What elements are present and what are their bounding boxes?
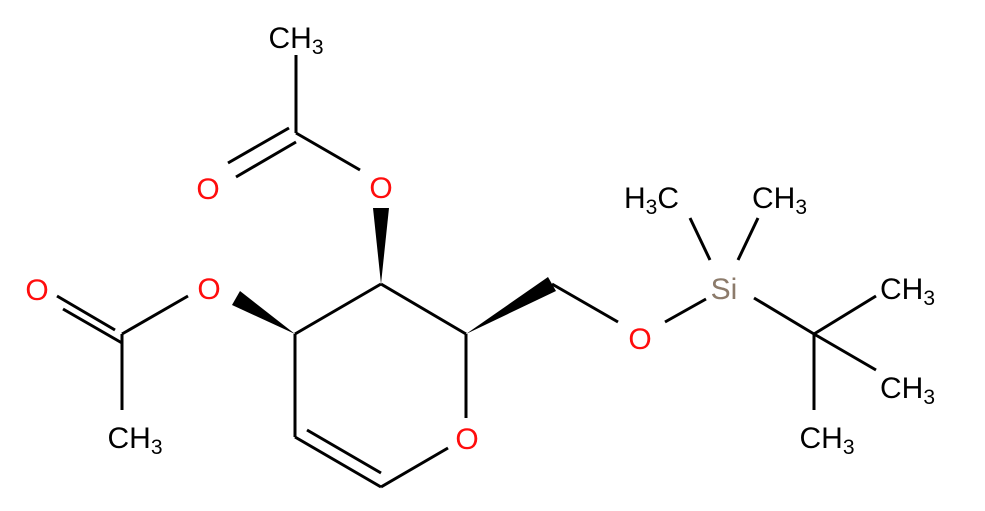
label-o-carbonyl-left: O <box>25 274 48 307</box>
label-o-carbonyl-top: O <box>196 173 219 206</box>
bond-carbonyl-o-ester-top <box>295 131 361 172</box>
wedge-c1-ch2 <box>466 277 556 334</box>
bond-c-o-double-left-a <box>56 294 116 332</box>
label-o-ester-top: O <box>369 172 392 205</box>
bond-cq-me-top <box>813 294 877 336</box>
label-o-ester-left: O <box>197 273 220 306</box>
bond-ring-c2-c1 <box>380 282 467 336</box>
label-ch3-tbu-2: CH3 <box>880 372 935 409</box>
bond-ring-c5-c6-inner <box>306 428 382 475</box>
label-ch3-si: CH3 <box>752 182 807 219</box>
bond-ring-c6-c5 <box>294 435 382 489</box>
label-ch3-tbu-1: CH3 <box>880 273 935 310</box>
bond-ring-o-c6 <box>380 446 449 489</box>
wedge-bonds <box>232 208 556 334</box>
wedge-c3-o-left <box>232 291 295 334</box>
label-ch3-tbu-3: CH3 <box>799 422 854 459</box>
bond-ring-c3-c2 <box>294 282 382 336</box>
label-o-silyl: O <box>628 323 651 356</box>
atom-labels: CH3 O O O O CH3 O O Si H3C CH3 CH3 CH3 C… <box>25 22 935 459</box>
label-ch3-left: CH3 <box>107 422 162 459</box>
bonds <box>56 55 877 489</box>
bond-o-si <box>664 297 707 324</box>
wedge-c2-o-top <box>373 208 389 284</box>
bond-si-cq <box>753 296 815 336</box>
bond-ch2-o-silyl <box>551 282 619 324</box>
bond-c-o-double-left-b <box>62 307 123 345</box>
label-ch3-top: CH3 <box>268 22 323 59</box>
bond-c-o-double-top-b <box>235 140 297 179</box>
bond-cq-me-right <box>813 332 877 372</box>
bond-carbonyl-o-ester-left <box>121 294 189 336</box>
bond-si-me-left <box>688 217 712 261</box>
label-o-ring: O <box>455 423 478 456</box>
bond-si-me-right <box>736 217 760 261</box>
label-si: Si <box>711 273 738 306</box>
bond-c-o-double-top-a <box>227 126 290 165</box>
label-h3c-si: H3C <box>624 182 679 219</box>
